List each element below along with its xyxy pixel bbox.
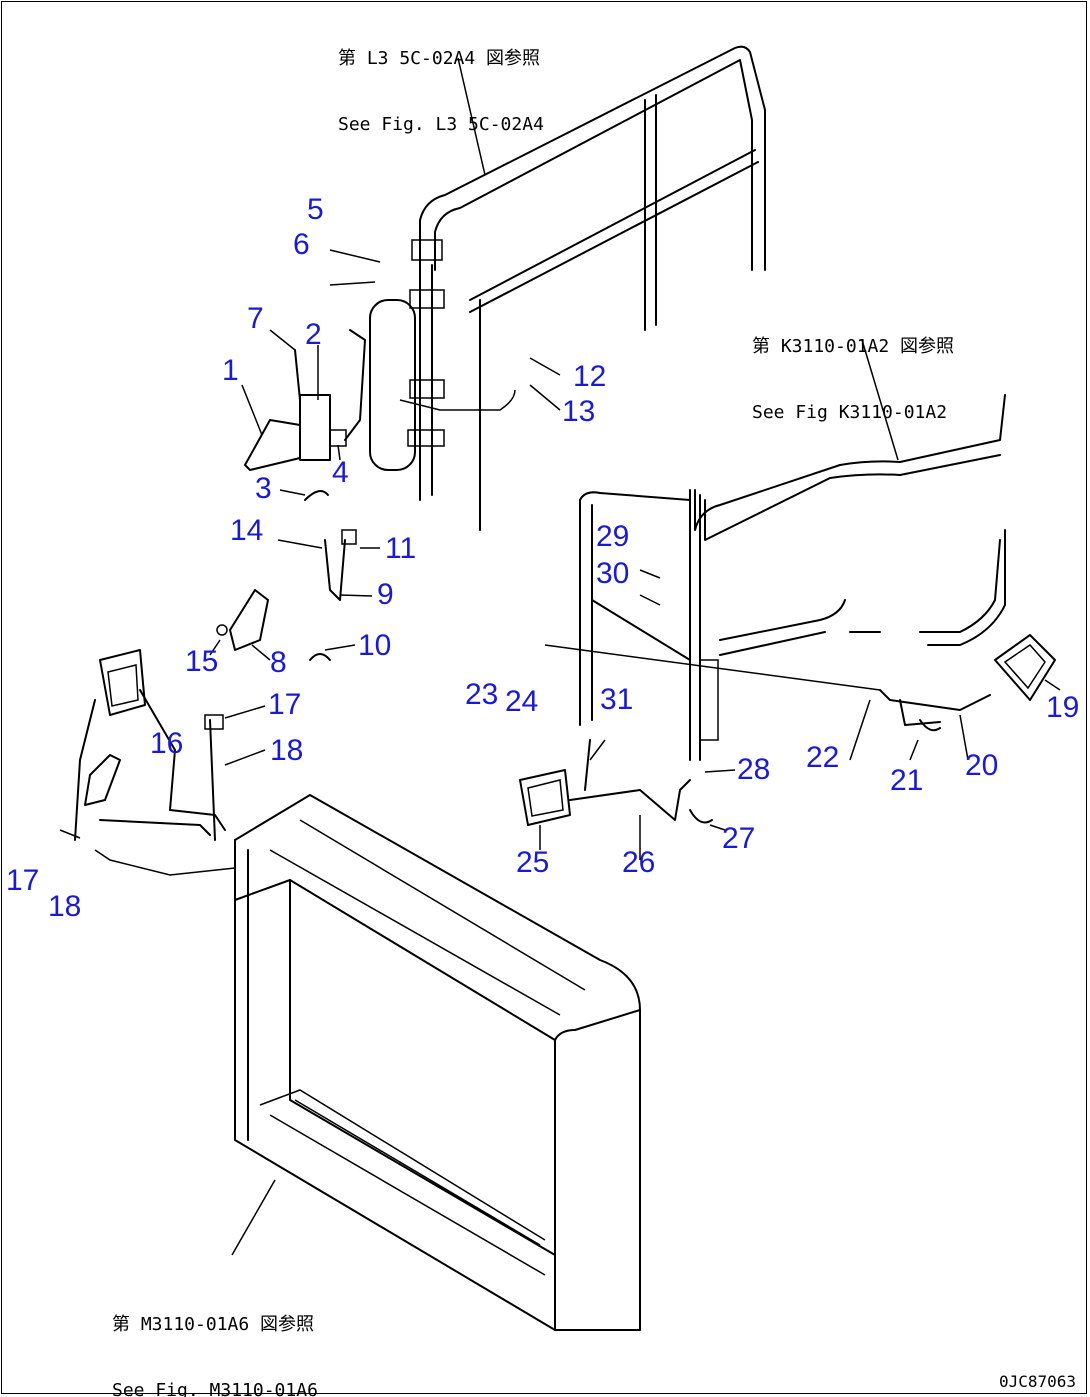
reference-top-jp: 第 L3 5C-02A4 図参照 xyxy=(338,48,541,69)
reference-top-en: See Fig. L3 5C-02A4 xyxy=(338,114,544,135)
callout-30: 30 xyxy=(596,557,630,590)
callout-27: 27 xyxy=(722,822,756,855)
center-mirror xyxy=(519,739,713,826)
reference-bottom-jp: 第 M3110-01A6 図参照 xyxy=(112,1314,315,1335)
reference-bottom: 第 M3110-01A6 図参照 See Fig. M3110-01A6 xyxy=(112,1270,318,1397)
callout-22: 22 xyxy=(806,741,840,774)
reference-top: 第 L3 5C-02A4 図参照 See Fig. L3 5C-02A4 xyxy=(338,4,544,180)
callout-10: 10 xyxy=(358,629,392,662)
callout-3: 3 xyxy=(255,472,272,505)
callout-15: 15 xyxy=(185,645,219,678)
callout-8: 8 xyxy=(270,646,287,679)
callout-31: 31 xyxy=(600,683,634,716)
callout-2: 2 xyxy=(305,318,322,351)
callout-20: 20 xyxy=(965,749,999,782)
callout-17: 17 xyxy=(268,688,302,721)
callout-16: 16 xyxy=(150,727,184,760)
callout-1: 1 xyxy=(222,354,239,387)
callout-9: 9 xyxy=(377,578,394,611)
callout-19: 19 xyxy=(1046,691,1080,724)
callout-13: 13 xyxy=(562,395,596,428)
callout-12: 12 xyxy=(573,360,607,393)
callout-4: 4 xyxy=(332,456,349,489)
right-handrail xyxy=(544,394,1006,761)
callout-29: 29 xyxy=(596,520,630,553)
right-mirror xyxy=(879,634,1056,732)
callout-26: 26 xyxy=(622,846,656,879)
callout-17-lower: 17 xyxy=(6,864,40,897)
callout-5: 5 xyxy=(307,193,324,226)
callout-28: 28 xyxy=(737,753,771,786)
callout-7: 7 xyxy=(247,302,264,335)
reference-right-en: See Fig K3110-01A2 xyxy=(752,402,948,423)
left-bracket xyxy=(216,329,366,661)
reference-right-jp: 第 K3110-01A2 図参照 xyxy=(752,336,955,357)
callout-11: 11 xyxy=(385,532,417,565)
callout-6: 6 xyxy=(293,228,310,261)
reference-bottom-en: See Fig. M3110-01A6 xyxy=(112,1380,318,1397)
callout-21: 21 xyxy=(890,764,924,797)
callout-25: 25 xyxy=(516,846,550,879)
reference-right: 第 K3110-01A2 図参照 See Fig K3110-01A2 xyxy=(752,292,954,468)
callout-23: 23 xyxy=(465,678,499,711)
callout-14: 14 xyxy=(230,514,264,547)
callout-18-lower: 18 xyxy=(48,890,82,923)
step-frame xyxy=(234,794,641,1331)
drawing-code: 0JC87063 xyxy=(998,1372,1076,1391)
callout-18: 18 xyxy=(270,734,304,767)
top-handrail xyxy=(369,45,766,531)
leader-lines xyxy=(209,57,1061,1256)
left-mirror xyxy=(59,649,236,876)
callout-24: 24 xyxy=(505,685,539,718)
